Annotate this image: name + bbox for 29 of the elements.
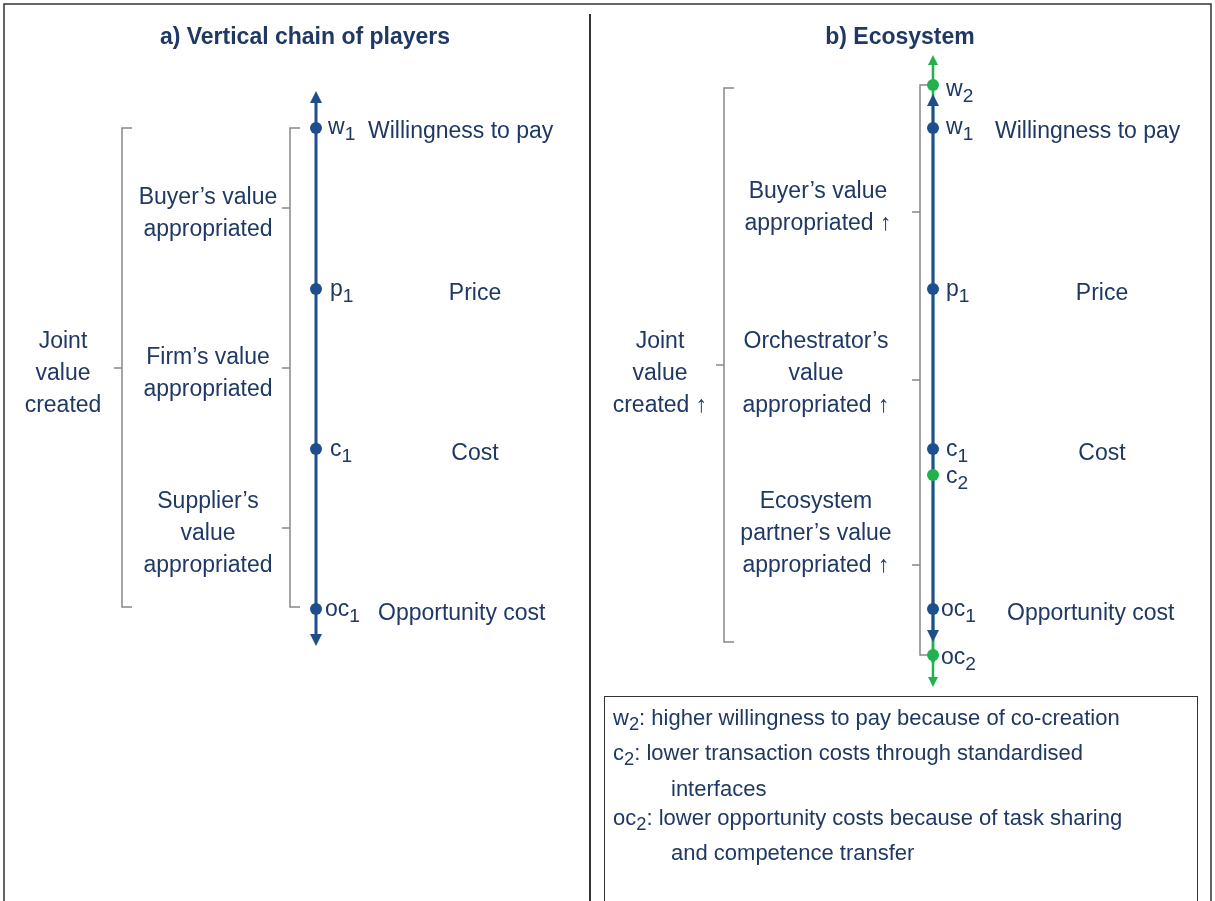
point-label: w$_{1}$ [946,112,974,146]
note-text: w$_{2}$: higher willingness to pay because of co-creation [613,704,1121,737]
point-label: w$_{2}$ [946,74,974,108]
point-label: p$_{1}$ [946,274,970,308]
axis-label: Cost [450,438,500,467]
axis-label: Opportunity cost [1007,598,1175,627]
point-label: w$_{1}$ [328,112,356,146]
axis-label: Willingness to pay [368,116,554,145]
note-text: oc$_{2}$: lower opportunity costs because of task sharing and competence transfer [613,803,1124,868]
axis-label: Buyer’s value appropriated [137,182,279,243]
axis-label: Price [1074,278,1130,307]
axis-label: Orchestrator’s value appropriated ↑ [741,326,891,419]
axis-label: Willingness to pay [995,116,1181,145]
point-label: p$_{1}$ [330,274,354,308]
axis-label: Buyer’s value appropriated ↑ [743,176,893,237]
point-label: c$_{1}$ [330,434,353,468]
panel-title: a) Vertical chain of players [158,22,452,51]
axis-label: Firm’s value appropriated [142,342,274,403]
axis-label: Cost [1077,438,1127,467]
axis-label: Price [447,278,503,307]
point-label: oc$_{1}$ [325,594,360,628]
axis-label: Ecosystem partner’s value appropriated ↑ [739,486,893,579]
point-label: oc$_{2}$ [941,642,976,676]
axis-label: Joint value created [23,326,103,419]
axis-label: Supplier’s value appropriated [142,486,274,579]
point-label: oc$_{1}$ [941,594,976,628]
axis-label: Opportunity cost [378,598,546,627]
panel-title: b) Ecosystem [824,22,976,51]
axis-label: Joint value created ↑ [611,326,709,419]
